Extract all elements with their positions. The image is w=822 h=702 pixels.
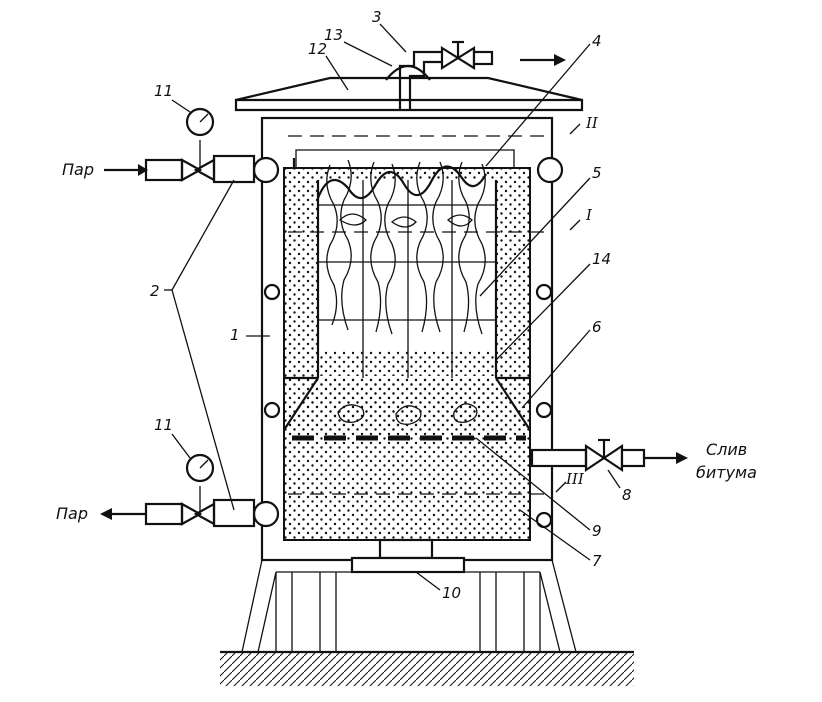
level-label-I: I: [585, 206, 593, 224]
vessel-lid: [234, 50, 584, 168]
steam-out-label: Пар: [56, 504, 88, 523]
label-11-top: 11: [154, 82, 173, 100]
label-8: 8: [622, 486, 632, 504]
leader-lines: [164, 23, 621, 591]
label-6: 6: [592, 318, 602, 336]
label-9: 9: [592, 522, 602, 540]
label-7: 7: [592, 552, 602, 570]
jacket-stiffeners: [263, 283, 553, 529]
label-10: 10: [442, 584, 461, 602]
label-4: 4: [592, 32, 602, 50]
vent-flow-arrow: [520, 54, 566, 66]
label-11-bottom: 11: [154, 416, 173, 434]
label-5: 5: [592, 164, 602, 182]
steam-outlet-line: [100, 453, 280, 528]
steam-inlet-line: [104, 107, 564, 184]
drain-label-line2: битума: [696, 463, 757, 482]
label-3: 3: [372, 8, 382, 26]
part-numbers: 1 2 3 4 5 6 7 8 9 10 11 11 12 13 14: [150, 8, 632, 602]
bitumen-drain: [530, 438, 688, 473]
level-label-II: II: [585, 114, 599, 132]
label-12: 12: [308, 40, 327, 58]
bottom-sump: [350, 538, 466, 574]
foundation: [220, 650, 634, 686]
vent-valve: [440, 40, 494, 70]
steam-in-label: Пар: [62, 160, 94, 179]
drain-label-line1: Слив: [706, 440, 747, 459]
label-1: 1: [230, 326, 240, 344]
level-labels: I II III: [565, 114, 599, 488]
label-2: 2: [150, 282, 160, 300]
label-14: 14: [592, 250, 611, 268]
melting-bitumen-streaks: [316, 159, 487, 335]
inner-vessel: [283, 159, 531, 541]
support-stand: [241, 559, 577, 653]
level-label-III: III: [565, 470, 585, 488]
label-13: 13: [324, 26, 343, 44]
